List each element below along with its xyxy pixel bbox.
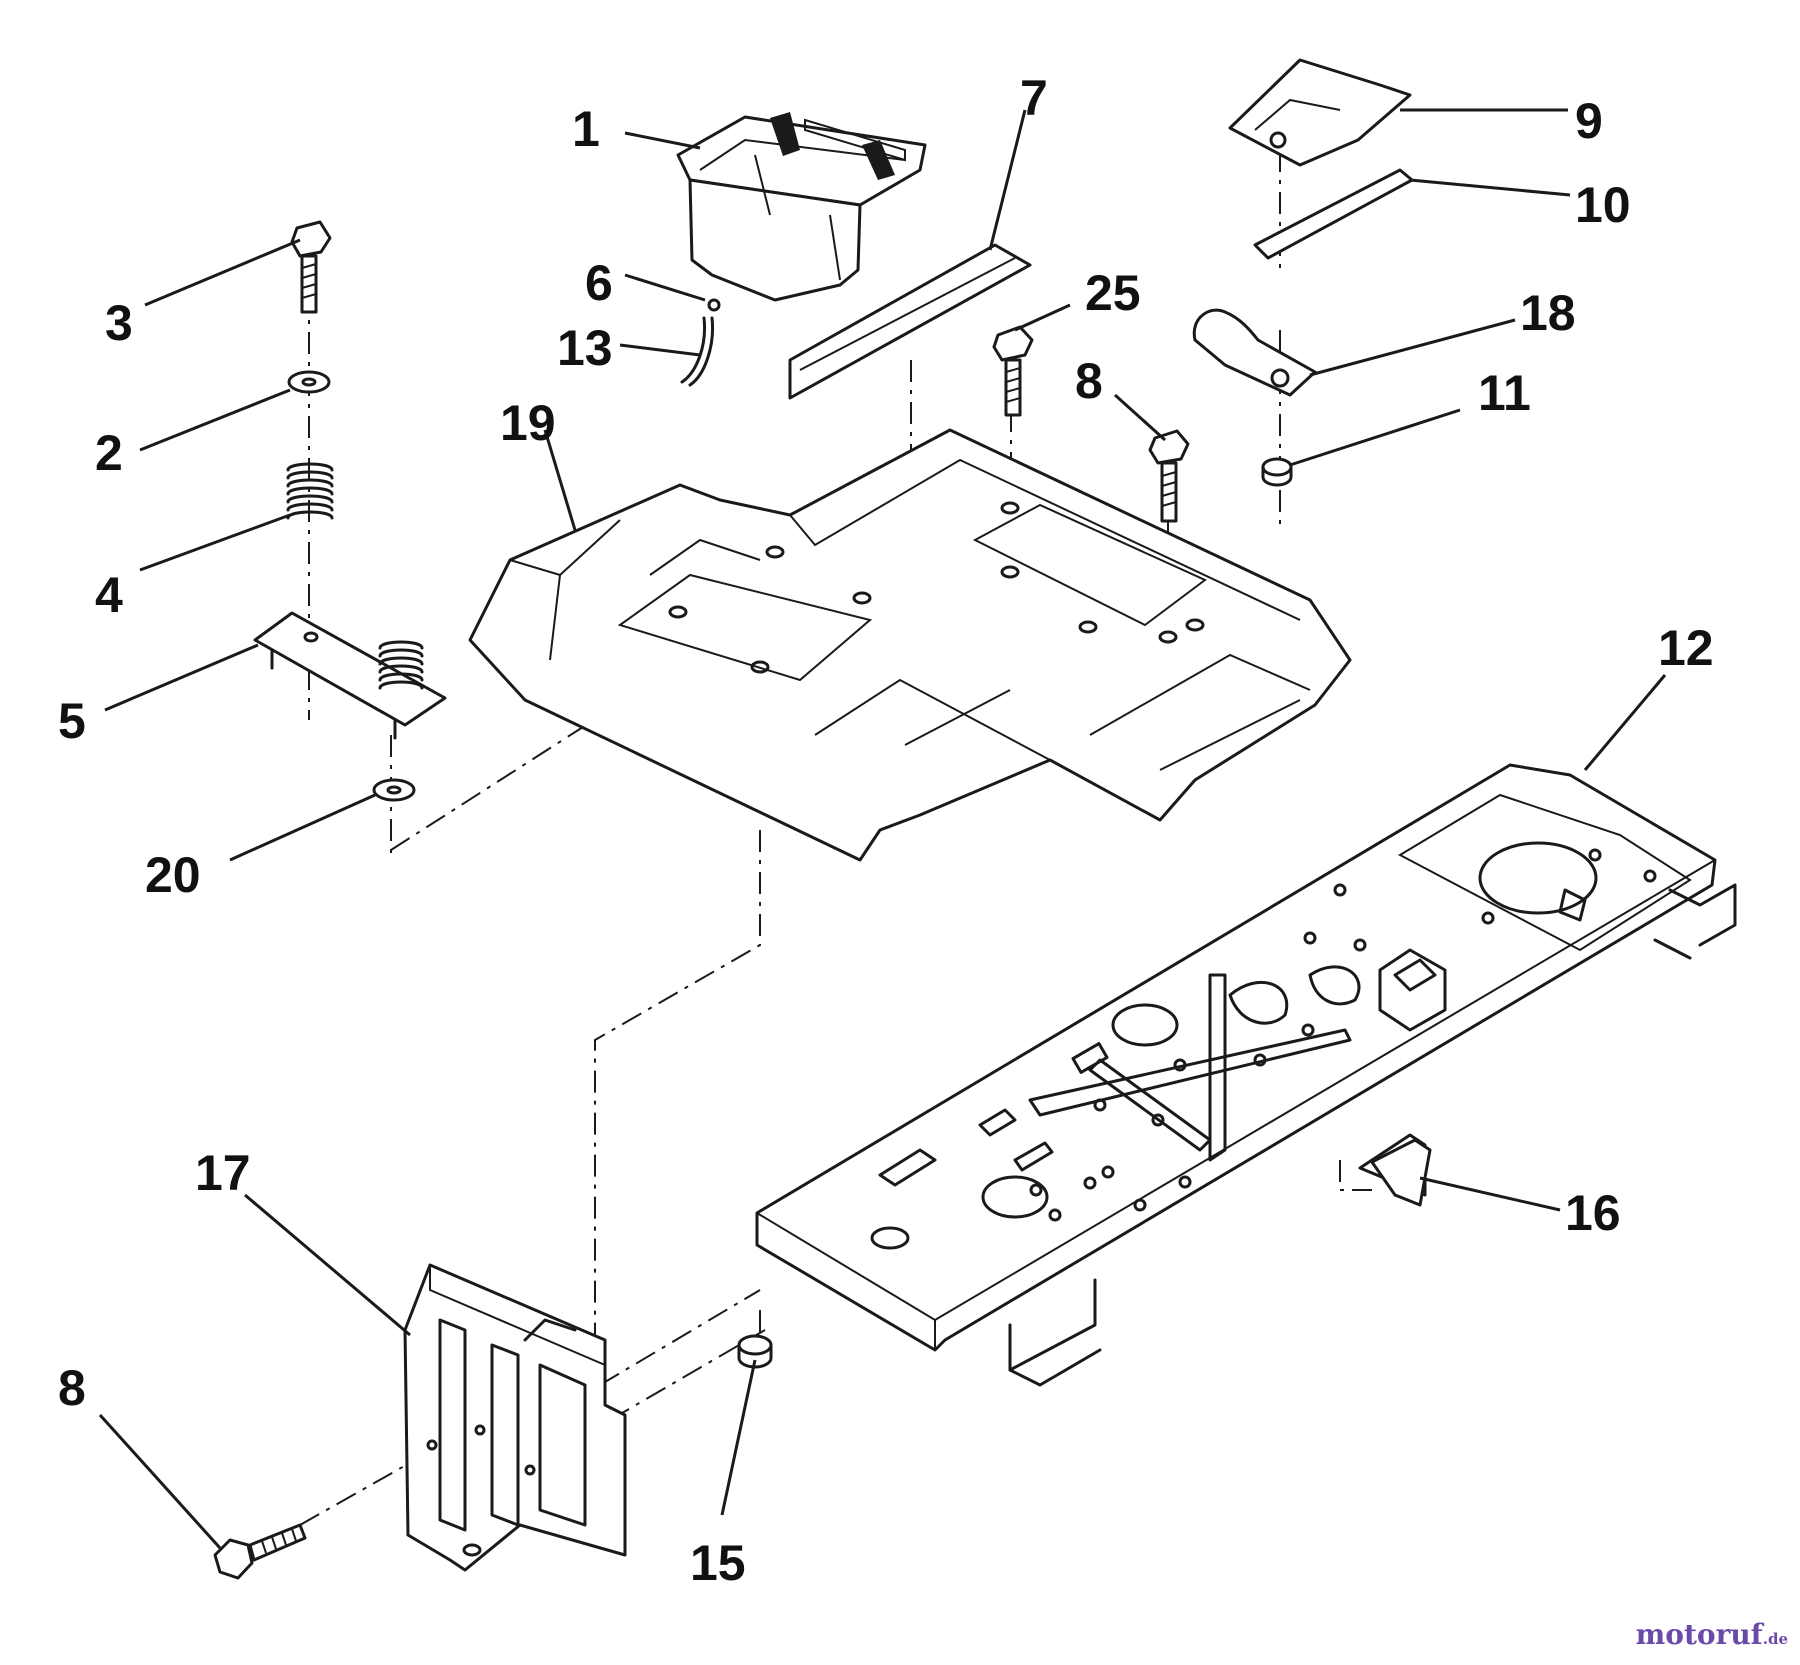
part-17-front-plate (403, 1263, 627, 1572)
leader-lines (98, 108, 1667, 1550)
part-4-spring (286, 462, 334, 520)
callout-8-lower: 8 (58, 1360, 86, 1416)
part-2-washer (287, 370, 331, 394)
part-20-washer (372, 778, 416, 802)
callout-25: 25 (1085, 265, 1141, 321)
watermark-brand: motoruf (1635, 1618, 1763, 1651)
part-5-spring-plate (253, 611, 447, 740)
callout-11: 11 (1478, 365, 1531, 421)
part-12-frame (755, 763, 1737, 1387)
callout-10: 10 (1575, 177, 1631, 233)
callout-1: 1 (572, 101, 600, 157)
callout-9: 9 (1575, 93, 1603, 149)
callout-16: 16 (1565, 1185, 1621, 1241)
part-8-upper-bolt (1148, 429, 1190, 523)
callout-6: 6 (585, 255, 613, 311)
callout-12: 12 (1658, 620, 1714, 676)
callout-18: 18 (1520, 285, 1576, 341)
part-9-cover (1228, 58, 1412, 167)
part-11-nut (1261, 457, 1293, 487)
part-3-bolt (290, 220, 332, 314)
callout-20: 20 (145, 847, 201, 903)
callout-15: 15 (690, 1535, 746, 1591)
callout-5: 5 (58, 693, 86, 749)
callout-19: 19 (500, 395, 556, 451)
part-19-fender (468, 428, 1352, 862)
part-7-plate (788, 243, 1032, 400)
part-battery-box (676, 112, 927, 302)
callout-2: 2 (95, 425, 123, 481)
part-16-bracket (1370, 1138, 1432, 1207)
callout-7: 7 (1020, 70, 1048, 126)
part-hose (680, 298, 721, 387)
part-8-lower-bolt (213, 1523, 307, 1580)
watermark-suffix: .de (1762, 1630, 1788, 1648)
callout-4: 4 (95, 567, 123, 623)
part-10-bracket (1253, 168, 1414, 260)
callout-17: 17 (195, 1145, 251, 1201)
part-25-bolt (992, 325, 1034, 417)
callout-13: 13 (557, 320, 613, 376)
callout-3: 3 (105, 295, 133, 351)
callout-8-upper: 8 (1075, 353, 1103, 409)
watermark-logo: motoruf.de (1636, 1618, 1788, 1651)
part-18-clamp (1192, 308, 1317, 397)
callout-labels: 1 2 3 4 5 6 7 8 8 9 10 11 12 13 15 16 17… (58, 70, 1714, 1591)
